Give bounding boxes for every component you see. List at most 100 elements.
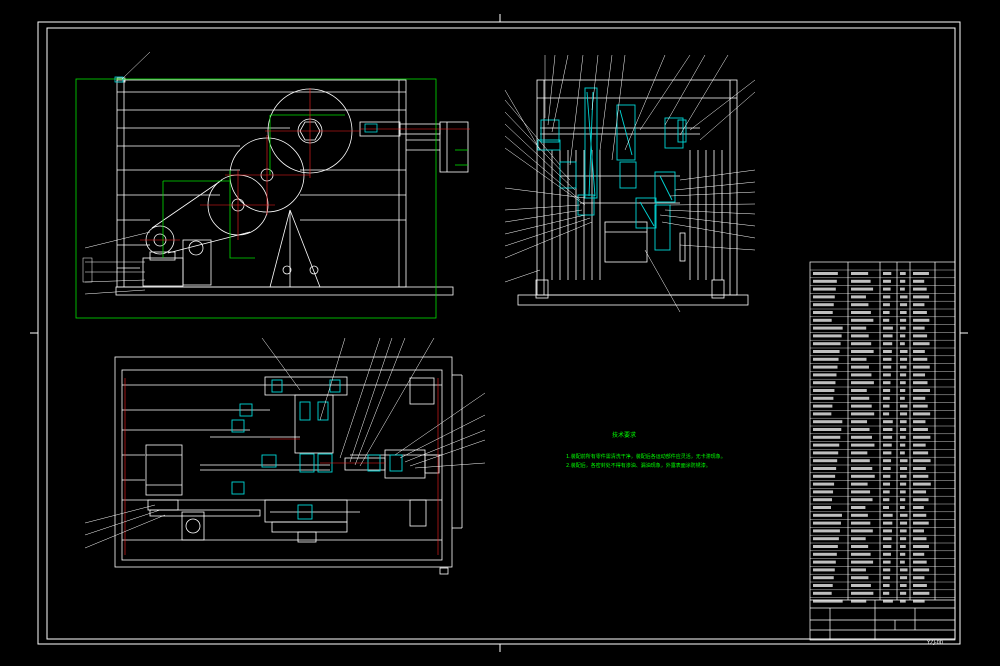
parts-list-cell-text-block bbox=[883, 537, 892, 541]
parts-list-cell-text-block bbox=[883, 311, 890, 314]
parts-list-cell-text-block bbox=[900, 498, 906, 502]
parts-list-cell-text-block bbox=[851, 498, 873, 502]
side-view-section bbox=[537, 87, 687, 251]
parts-list-cell-text-block bbox=[883, 428, 893, 431]
parts-list-cell-text-block bbox=[883, 513, 893, 517]
parts-list-cell-text-block bbox=[883, 576, 890, 580]
parts-list-cell-text-block bbox=[913, 318, 930, 322]
parts-list-cell-text-block bbox=[900, 396, 905, 400]
parts-list-cell-text-block bbox=[813, 537, 839, 541]
parts-list-cell-text-block bbox=[851, 560, 874, 564]
parts-list-cell-text-block bbox=[813, 420, 843, 424]
parts-list-cell-text-block bbox=[883, 599, 893, 603]
parts-list-cell-text-block bbox=[913, 584, 927, 587]
parts-list-cell-text-block bbox=[851, 396, 870, 400]
parts-list-cell-text-block bbox=[900, 303, 908, 307]
parts-list-cell-text-block bbox=[883, 357, 892, 361]
parts-list-cell-text-block bbox=[913, 506, 924, 509]
parts-list-cell-text-block bbox=[913, 311, 927, 314]
parts-list-cell-text-block bbox=[900, 482, 907, 486]
parts-list-cell-text-block bbox=[900, 529, 907, 533]
parts-list-cell-text-block bbox=[851, 295, 866, 299]
parts-list-cell-text-block bbox=[883, 373, 891, 377]
parts-list-cell-text-block bbox=[900, 389, 906, 392]
parts-list-fill bbox=[813, 272, 931, 603]
parts-list-cell-text-block bbox=[813, 599, 843, 603]
parts-list-cell-text-block bbox=[900, 568, 908, 572]
parts-list-cell-text-block bbox=[913, 412, 931, 416]
parts-list-cell-text-block bbox=[813, 350, 840, 353]
parts-list-cell-text-block bbox=[851, 272, 869, 275]
parts-list-cell-text-block bbox=[913, 591, 930, 595]
parts-list-cell-text-block bbox=[900, 272, 906, 275]
parts-list-cell-text-block bbox=[883, 568, 891, 572]
parts-list-cell-text-block bbox=[851, 365, 869, 369]
parts-list-cell-text-block bbox=[851, 467, 873, 470]
parts-list-cell-text-block bbox=[913, 342, 930, 346]
parts-list-cell-text-block bbox=[813, 303, 834, 307]
parts-list-cell-text-block bbox=[913, 272, 929, 275]
parts-list-cell-text-block bbox=[883, 412, 890, 416]
parts-list-cell-text-block bbox=[913, 381, 928, 385]
parts-list-cell-text-block bbox=[813, 560, 836, 564]
parts-list-cell-text-block bbox=[883, 521, 893, 525]
parts-list-cell-text-block bbox=[913, 576, 925, 580]
parts-list-cell-text-block bbox=[851, 443, 875, 447]
parts-list-cell-text-block bbox=[813, 295, 835, 299]
parts-list-cell-text-block bbox=[883, 584, 890, 587]
parts-list-cell-text-block bbox=[851, 552, 871, 556]
parts-list-table bbox=[809, 261, 956, 641]
technical-requirement-2: 2.装配后，各密封处不得有渗油、漏油现象，外露表面涂防锈漆。 bbox=[566, 463, 711, 469]
parts-list-cell-text-block bbox=[900, 350, 908, 353]
parts-list-cell-text-block bbox=[851, 482, 868, 486]
parts-list-cell-text-block bbox=[851, 568, 866, 572]
parts-list-cell-text-block bbox=[813, 529, 840, 533]
parts-list-cell-text-block bbox=[913, 498, 929, 502]
parts-list-cell-text-block bbox=[851, 389, 867, 392]
parts-list-cell-text-block bbox=[851, 506, 866, 509]
parts-list-cell-text-block bbox=[851, 576, 869, 580]
parts-list-cell-text-block bbox=[913, 428, 928, 431]
parts-list-cell-text-block bbox=[913, 435, 931, 439]
parts-list-cell-text-block bbox=[851, 529, 873, 533]
parts-list-cell-text-block bbox=[913, 303, 925, 307]
parts-list-cell-text-block bbox=[813, 443, 840, 447]
parts-list-cell-text-block bbox=[813, 467, 837, 470]
parts-list-cell-text-block bbox=[883, 334, 893, 338]
parts-list-cell-text-block bbox=[900, 326, 906, 330]
parts-list-cell-text-block bbox=[883, 467, 891, 470]
front-view-section bbox=[114, 76, 378, 133]
parts-list-cell-text-block bbox=[900, 474, 907, 478]
parts-list-cell-text-block bbox=[883, 451, 892, 455]
parts-list-cell-text-block bbox=[851, 420, 868, 424]
parts-list-cell-text-block bbox=[813, 584, 833, 587]
parts-list-cell-text-block bbox=[900, 513, 908, 517]
parts-list-cell-text-block bbox=[851, 412, 875, 416]
parts-list-cell-text-block bbox=[900, 381, 906, 385]
parts-list-cell-text-block bbox=[883, 295, 891, 299]
parts-list-cell-text-block bbox=[813, 318, 832, 322]
parts-list-cell-text-block bbox=[913, 451, 929, 455]
parts-list-cell-text-block bbox=[813, 311, 833, 314]
parts-list-cell-text-block bbox=[813, 412, 832, 416]
parts-list-cell-text-block bbox=[900, 373, 907, 377]
parts-list-cell-text-block bbox=[813, 396, 834, 400]
parts-list-cell-text-block bbox=[813, 404, 833, 408]
parts-list-cell-text-block bbox=[913, 295, 930, 299]
parts-list-cell-text-block bbox=[851, 334, 869, 338]
parts-list-cell-text-block bbox=[913, 490, 927, 494]
parts-list-cell-text-block bbox=[913, 396, 926, 400]
parts-list-cell-text-block bbox=[900, 295, 908, 299]
parts-list-cell-text-block bbox=[900, 521, 908, 525]
parts-list-cell-text-block bbox=[883, 591, 890, 595]
parts-list-cell-text-block bbox=[883, 529, 892, 533]
parts-list-cell-text-block bbox=[813, 287, 836, 291]
parts-list-cell-text-block bbox=[883, 459, 892, 463]
parts-list-cell-text-block bbox=[900, 591, 907, 595]
parts-list-cell-text-block bbox=[813, 451, 839, 455]
parts-list-cell-text-block bbox=[900, 560, 905, 564]
parts-list-cell-text-block bbox=[900, 576, 908, 580]
top-view-center-lines bbox=[124, 378, 439, 555]
parts-list-cell-text-block bbox=[913, 420, 926, 424]
